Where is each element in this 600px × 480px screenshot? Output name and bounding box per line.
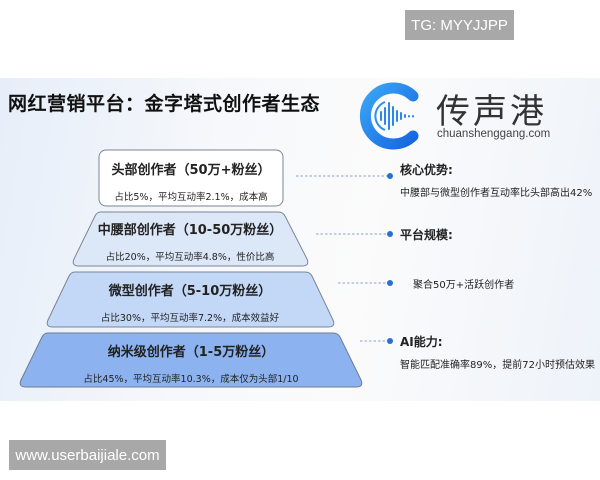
tier-title: 微型创作者（5-10万粉丝）: [108, 284, 272, 299]
annotation-ai-capability: AI能力: 智能匹配准确率89%，提前72小时预估效果: [400, 333, 595, 371]
tier-1-label: 头部创作者（50万+粉丝） 占比5%，平均互动率2.1%，成本高: [99, 159, 283, 203]
sound-wave-c-icon: [359, 82, 419, 150]
annotation-desc: 聚合50万+活跃创作者: [413, 280, 515, 291]
annotation-platform-scale: 平台规模:: [400, 226, 453, 243]
tier-desc: 占比30%，平均互动率7.2%，成本效益好: [100, 313, 280, 324]
tier-4-shape: [19, 332, 363, 388]
page-title: 网红营销平台：金字塔式创作者生态: [8, 93, 321, 115]
annotation-desc: 智能匹配准确率89%，提前72小时预估效果: [400, 360, 595, 371]
tier-desc: 占比5%，平均互动率2.1%，成本高: [114, 192, 268, 203]
connector-dot-1: [387, 173, 393, 179]
connector-dot-2: [387, 231, 393, 237]
watermark-top: TG: MYYJJPP: [405, 10, 514, 40]
tier-title: 中腰部创作者（10-50万粉丝）: [97, 223, 283, 238]
annotation-title: 平台规模:: [400, 228, 453, 242]
tier-title: 头部创作者（50万+粉丝）: [111, 163, 271, 178]
annotation-desc: 中腰部与微型创作者互动率比头部高出42%: [400, 188, 593, 199]
tier-2-shape: [72, 211, 309, 267]
tier-4-label: 纳米级创作者（1-5万粉丝） 占比45%，平均互动率10.3%，成本仅为头部1/…: [31, 341, 351, 385]
brand-name: 传声港: [436, 92, 547, 132]
brand-url: chuanshenggang.com: [437, 128, 551, 140]
tier-2-label: 中腰部创作者（10-50万粉丝） 占比20%，平均互动率4.8%，性价比高: [80, 219, 300, 263]
tier-desc: 占比20%，平均互动率4.8%，性价比高: [105, 252, 275, 263]
infographic-panel: 网红营销平台：金字塔式创作者生态 传声: [0, 78, 600, 401]
annotation-creator-count: 聚合50万+活跃创作者: [413, 276, 514, 291]
tier-3-shape: [46, 271, 335, 328]
tier-title: 纳米级创作者（1-5万粉丝）: [107, 345, 275, 360]
tier-1-shape: [98, 149, 284, 207]
annotation-title: 核心优势:: [400, 163, 453, 177]
tier-desc: 占比45%，平均互动率10.3%，成本仅为头部1/10: [83, 374, 299, 385]
annotation-title: AI能力:: [400, 335, 443, 349]
brand-logo: 传声港 chuanshenggang.com: [357, 80, 600, 152]
connector-dot-4: [387, 338, 393, 344]
watermark-bottom: www.userbaijiale.com: [9, 440, 166, 470]
annotation-core-advantage: 核心优势: 中腰部与微型创作者互动率比头部高出42%: [400, 161, 592, 199]
connector-dot-3: [387, 280, 393, 286]
tier-3-label: 微型创作者（5-10万粉丝） 占比30%，平均互动率7.2%，成本效益好: [60, 280, 320, 324]
pyramid-diagram: [19, 149, 393, 388]
